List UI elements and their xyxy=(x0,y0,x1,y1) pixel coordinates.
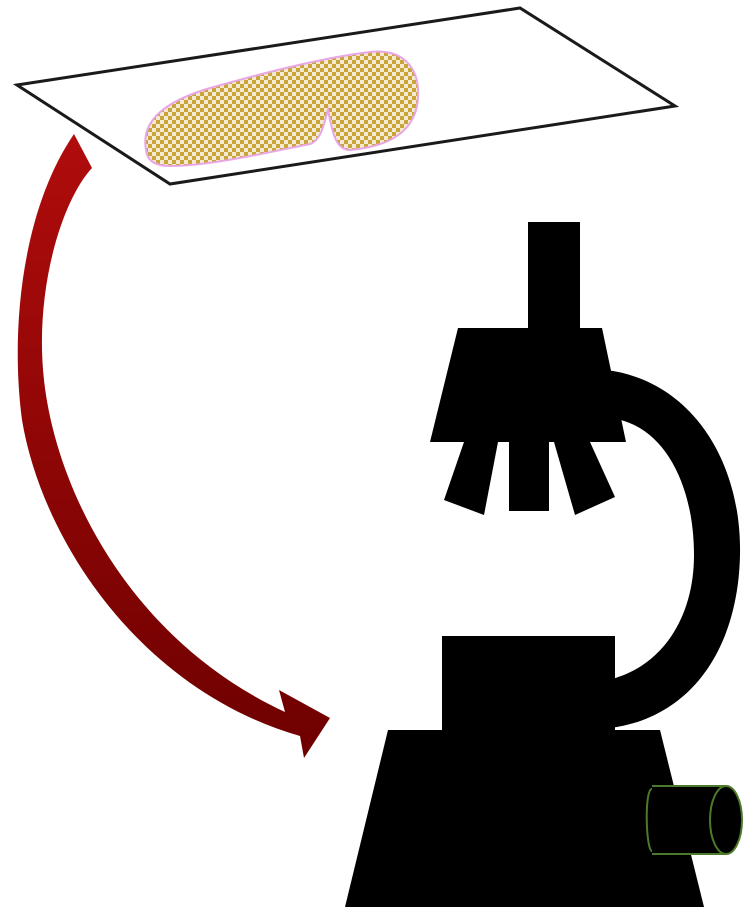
microscope-head xyxy=(430,328,626,442)
microscope-base xyxy=(345,730,704,907)
microscope-objective-right xyxy=(554,442,615,515)
transfer-arrow xyxy=(18,134,330,758)
microscope-objective-center xyxy=(509,442,549,511)
focus-knob-icon xyxy=(647,785,742,855)
microscope-objective-left xyxy=(444,442,498,515)
microscope-eyepiece xyxy=(528,222,580,332)
microscope-arm xyxy=(606,370,740,728)
microscope-stage xyxy=(442,636,615,736)
microscope-icon xyxy=(345,222,742,907)
